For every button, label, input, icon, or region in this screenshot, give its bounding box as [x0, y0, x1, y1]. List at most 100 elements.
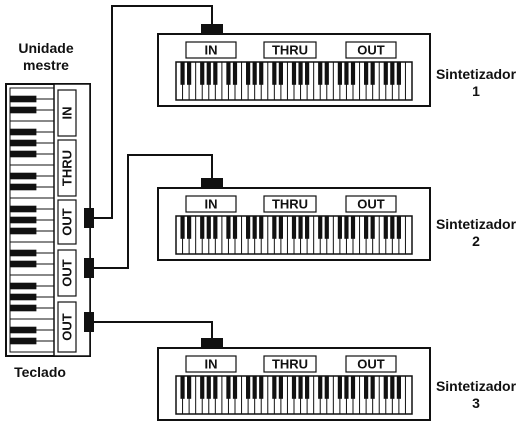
master-black-key [10, 139, 37, 147]
cable-to-synth-1 [92, 5, 213, 219]
synth-black-key [337, 216, 342, 239]
synth-port-label: OUT [357, 43, 385, 58]
synth-port-label: THRU [272, 197, 308, 212]
synth-port-label: THRU [272, 357, 308, 372]
master-black-key [10, 216, 37, 224]
synth-black-key [291, 216, 297, 239]
synth-black-key [305, 216, 310, 239]
synth-black-key [390, 62, 395, 85]
synth-black-key [187, 376, 192, 399]
synth-black-key [180, 62, 185, 85]
master-port-label: OUT [60, 313, 75, 341]
synth-port-box [185, 355, 237, 373]
synth-black-key [350, 376, 356, 399]
synth-2-label: Sintetizador 2 [432, 216, 520, 250]
synth-black-key [337, 376, 342, 399]
synth-black-key [259, 62, 264, 85]
master-black-key [10, 304, 37, 312]
synth-black-key [187, 216, 192, 239]
midi-cables [92, 5, 213, 340]
synth-1-name: Sintetizador [435, 66, 517, 82]
synth-black-key [383, 376, 388, 399]
synth-black-key [364, 62, 369, 85]
synth-black-key [200, 216, 205, 239]
synth-port-label: IN [205, 357, 218, 372]
synth-black-key [305, 62, 310, 85]
master-keybed [9, 87, 55, 353]
synth-2-number: 2 [472, 233, 480, 249]
master-black-key [10, 128, 37, 136]
synth-black-key [246, 62, 251, 85]
synth-black-key [364, 216, 369, 239]
synth-black-key [278, 62, 283, 85]
synth-black-key [259, 216, 264, 239]
master-black-key [10, 106, 37, 114]
plug-synth-3-in [201, 338, 223, 349]
synth-black-key [298, 62, 303, 85]
synth-port-label: IN [205, 197, 218, 212]
synth-black-key [252, 216, 257, 239]
synth-black-key [206, 62, 211, 85]
synth-black-key [318, 216, 323, 239]
synth-black-key [390, 216, 395, 239]
synth-black-key [272, 376, 277, 399]
synth-2-name: Sintetizador [435, 216, 517, 232]
synth-black-key [213, 376, 218, 399]
synth-black-key [350, 62, 356, 85]
synth-black-key [344, 216, 349, 239]
synth-black-key [187, 62, 192, 85]
plug-master-out-1 [84, 208, 94, 228]
master-black-key [10, 205, 37, 213]
synth-3-number: 3 [472, 395, 480, 411]
master-title-line2: mestre [23, 57, 69, 73]
synth-port-label: THRU [272, 43, 308, 58]
synth-black-key [370, 376, 375, 399]
master-black-key [10, 172, 37, 180]
master-title: Unidade mestre [4, 40, 88, 74]
plug-synth-2-in [201, 178, 223, 189]
synth-black-key [396, 216, 401, 239]
master-caption: Teclado [14, 364, 66, 380]
master-port-label: THRU [60, 150, 75, 186]
synth-black-key [305, 376, 310, 399]
synth-port-box [345, 41, 397, 59]
cable-to-synth-3 [92, 321, 213, 340]
synth-black-key [226, 62, 231, 85]
plug-master-out-2 [84, 258, 94, 278]
synth-black-key [350, 216, 356, 239]
synth-black-key [259, 376, 264, 399]
synth-black-key [272, 62, 277, 85]
synth-port-box [263, 41, 317, 59]
master-black-key [10, 282, 37, 290]
synth-black-key [213, 62, 218, 85]
master-black-key [10, 249, 37, 257]
synth-module-3: IN THRU OUT [157, 347, 431, 421]
synth-black-key [318, 376, 323, 399]
synth-black-key [344, 62, 349, 85]
master-black-key [10, 293, 37, 301]
synth-3-label: Sintetizador 3 [432, 378, 520, 412]
synth-black-key [180, 216, 185, 239]
master-port-label: OUT [60, 208, 75, 236]
master-black-key [10, 227, 37, 235]
synth-black-key [291, 376, 297, 399]
master-port-box [57, 199, 77, 245]
plug-synth-1-in [201, 24, 223, 35]
cable-to-synth-2 [92, 154, 213, 269]
synth-3-name: Sintetizador [435, 378, 517, 394]
synth-port-box [263, 195, 317, 213]
synth-port-box [345, 355, 397, 373]
synth-port-label: OUT [357, 357, 385, 372]
master-black-key [10, 260, 37, 268]
synth-black-key [232, 62, 238, 85]
master-black-key [10, 95, 37, 103]
synth-black-key [226, 376, 231, 399]
synth-black-key [232, 376, 238, 399]
synth-black-key [206, 216, 211, 239]
synth-1-label: Sintetizador 1 [432, 66, 520, 100]
master-port-box [57, 301, 77, 353]
synth-black-key [324, 62, 329, 85]
